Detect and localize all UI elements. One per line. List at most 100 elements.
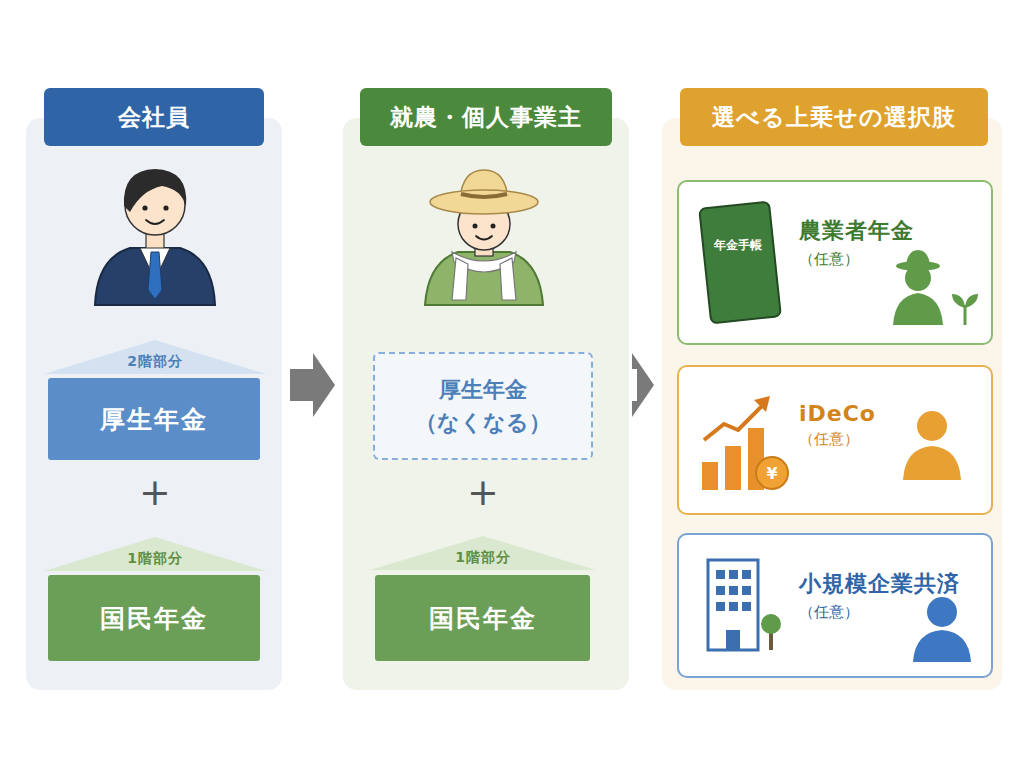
box-text: 厚生年金 （なくなる） xyxy=(389,373,577,439)
pension-book-icon xyxy=(699,202,781,324)
option-card: iDeCo （任意） xyxy=(677,365,993,515)
farmer-figure-part xyxy=(491,224,496,229)
building-icon-part xyxy=(761,614,781,634)
building-icon-part xyxy=(716,570,725,579)
person-icon-part xyxy=(927,597,957,627)
box-text: 厚生年金 xyxy=(100,403,208,436)
column-panel: 就農・個人事業主厚生年金 （なくなる）1階部分国民年金 xyxy=(343,118,629,690)
box-text: 国民年金 xyxy=(429,602,537,635)
card-title: 農業者年金 xyxy=(799,216,914,246)
pension-box: 国民年金 xyxy=(375,575,590,661)
tier-label: 1階部分 xyxy=(44,550,266,568)
card-text: iDeCo （任意） xyxy=(799,401,876,449)
header-text: 選べる上乗せの選択肢 xyxy=(712,102,956,133)
businessman-figure-part xyxy=(124,169,186,212)
pension-box: 厚生年金 xyxy=(48,378,260,460)
box-text: 国民年金 xyxy=(100,602,208,635)
farmer-figure xyxy=(425,170,543,305)
farmer-figure-part xyxy=(430,190,538,214)
businessman-figure-part xyxy=(163,205,168,210)
person-icon-part xyxy=(917,411,947,441)
card-note: （任意） xyxy=(799,250,914,269)
column-header: 会社員 xyxy=(44,88,264,146)
building-icon-part xyxy=(769,630,773,650)
header-text: 会社員 xyxy=(118,102,190,133)
growth-chart-icon-part xyxy=(702,462,718,490)
farmer-figure-part xyxy=(452,252,516,272)
pension-box: 国民年金 xyxy=(48,575,260,661)
card-text: 小規模企業共済 （任意） xyxy=(799,569,960,622)
building-icon-part xyxy=(716,602,725,611)
growth-chart-icon-part xyxy=(756,457,788,489)
farmer-icon xyxy=(893,250,978,325)
card-note: （任意） xyxy=(799,603,960,622)
person-icon xyxy=(913,597,971,662)
building-icon-part xyxy=(742,570,751,579)
building-icon-part xyxy=(742,586,751,595)
businessman-figure-part xyxy=(146,220,164,224)
businessman-figure-part xyxy=(148,252,162,299)
growth-chart-icon xyxy=(702,396,788,490)
growth-chart-icon-part xyxy=(725,446,741,490)
businessman-figure-part xyxy=(95,248,215,305)
farmer-figure-part xyxy=(461,194,507,197)
farmer-figure-part xyxy=(452,258,468,300)
tier-roof: 1階部分 xyxy=(44,537,266,571)
column-panel: 選べる上乗せの選択肢農業者年金（任意）iDeCo（任意）小規模企業共済（任意） xyxy=(662,118,1002,690)
card-note: （任意） xyxy=(799,430,876,449)
flow-arrow xyxy=(290,353,335,417)
person-icon-part xyxy=(913,630,971,662)
pension-book-icon-part xyxy=(699,202,781,324)
businessman-figure-part xyxy=(140,248,170,280)
building-icon-part xyxy=(729,586,738,595)
farmer-icon-part xyxy=(896,261,940,271)
building-icon-part xyxy=(716,586,725,595)
roof-triangle xyxy=(370,536,596,570)
removed-pension-box: 厚生年金 （なくなる） xyxy=(373,352,593,460)
growth-chart-icon-part xyxy=(754,396,770,412)
card-title: iDeCo xyxy=(799,401,876,426)
farmer-figure-part xyxy=(460,170,508,200)
header-text: 就農・個人事業主 xyxy=(390,102,582,133)
option-card: 小規模企業共済 （任意） xyxy=(677,533,993,678)
farmer-icon-part xyxy=(905,265,931,291)
farmer-figure-part xyxy=(473,224,478,229)
building-icon-part xyxy=(708,560,758,650)
farmer-icon-part xyxy=(964,305,967,325)
column-header: 選べる上乗せの選択肢 xyxy=(680,88,988,146)
building-icon xyxy=(708,560,781,650)
farmer-icon-part xyxy=(952,294,965,308)
roof-triangle xyxy=(44,537,266,571)
flow-arrow xyxy=(632,353,654,417)
building-icon-part xyxy=(726,630,740,650)
farmer-icon-part xyxy=(893,293,943,325)
card-title: 小規模企業共済 xyxy=(799,569,960,599)
farmer-figure-part xyxy=(458,198,510,250)
building-icon-part xyxy=(729,602,738,611)
card-text: 農業者年金 （任意） xyxy=(799,216,914,269)
tier-roof: 1階部分 xyxy=(370,536,596,570)
farmer-figure-part xyxy=(475,236,493,256)
businessman-figure-part xyxy=(142,205,147,210)
growth-chart-icon-part xyxy=(704,404,764,440)
businessman-figure-part xyxy=(146,228,164,252)
tier-label: 2階部分 xyxy=(44,353,266,371)
building-icon-part xyxy=(729,570,738,579)
businessman-figure-part xyxy=(125,175,185,235)
farmer-figure-part xyxy=(476,236,492,240)
person-icon xyxy=(903,411,961,480)
column-header: 就農・個人事業主 xyxy=(360,88,612,146)
roof-triangle xyxy=(44,340,266,374)
farmer-figure-part xyxy=(425,252,543,305)
businessman-figure xyxy=(95,169,215,305)
tier-roof: 2階部分 xyxy=(44,340,266,374)
building-icon-part xyxy=(742,602,751,611)
farmer-icon-part xyxy=(906,250,930,265)
option-card: 農業者年金 （任意） xyxy=(677,180,993,345)
growth-chart-icon-part xyxy=(748,428,764,490)
farmer-figure-part xyxy=(500,258,516,300)
column-panel: 会社員2階部分厚生年金1階部分国民年金 xyxy=(26,118,282,690)
tier-label: 1階部分 xyxy=(370,549,596,567)
